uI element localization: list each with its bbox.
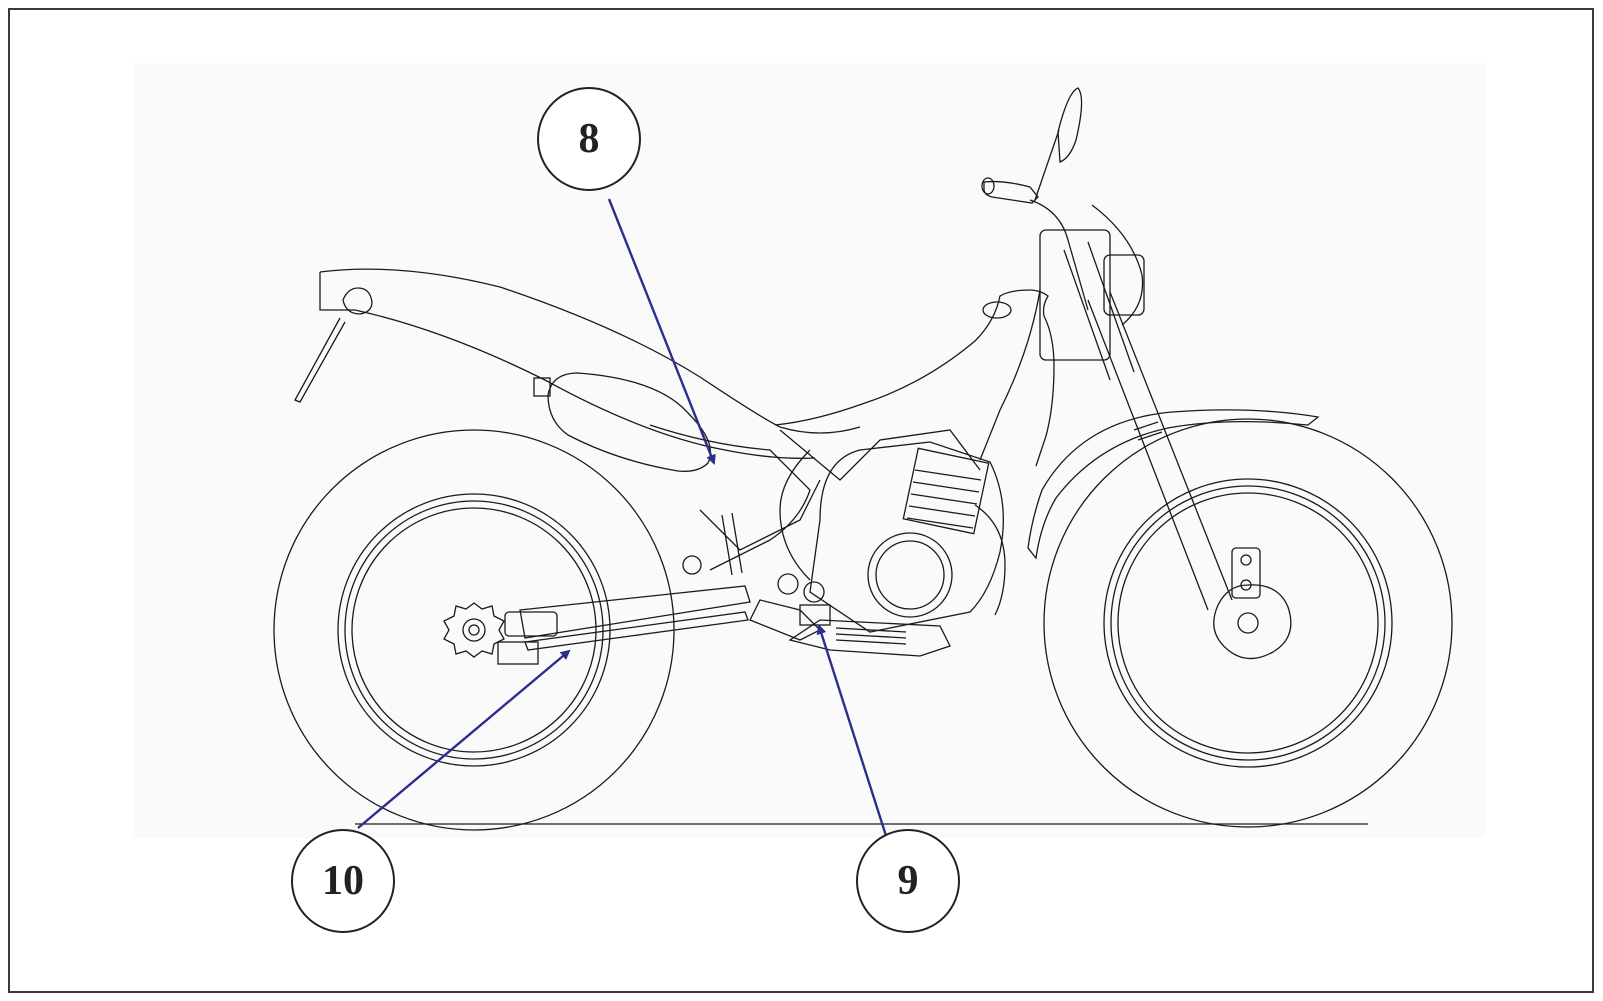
- callout-10-label: 10: [322, 858, 364, 904]
- rear-sprocket: [443, 602, 505, 658]
- handlebar: [981, 87, 1145, 361]
- swingarm: [497, 585, 751, 665]
- leader-arrow-10: [357, 649, 571, 829]
- front-wheel: [1043, 418, 1453, 828]
- front-brake-disc: [1213, 547, 1292, 660]
- leader-arrow-8: [607, 198, 716, 465]
- footrest-area: [749, 573, 831, 641]
- fuel-tank: [774, 289, 1055, 467]
- main-frame: [649, 424, 811, 571]
- callout-9-label: 9: [897, 858, 919, 904]
- rear-fender: [319, 268, 861, 434]
- engine: [788, 441, 1006, 657]
- callout-9: 9: [856, 829, 960, 933]
- callout-8-label: 8: [578, 116, 600, 162]
- callout-8: 8: [537, 87, 641, 191]
- leader-arrow-9: [816, 624, 890, 843]
- rear-shock: [721, 512, 743, 576]
- front-fender: [1027, 409, 1320, 560]
- callout-10: 10: [291, 829, 395, 933]
- front-fork: [1063, 241, 1233, 611]
